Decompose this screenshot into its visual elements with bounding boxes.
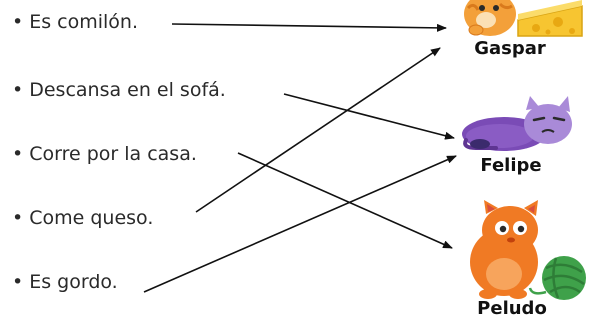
statement-corre: •Corre por la casa. bbox=[12, 142, 197, 166]
statement-text: Es comilón. bbox=[29, 11, 139, 33]
statement-es-comilon: •Es comilón. bbox=[12, 10, 138, 34]
arrow-descansa-to-felipe bbox=[283, 93, 455, 140]
arrow-es-gordo-to-felipe bbox=[143, 155, 457, 293]
statement-text: Come queso. bbox=[29, 207, 154, 229]
character-name-felipe: Felipe bbox=[480, 155, 542, 176]
statement-text: Descansa en el sofá. bbox=[29, 79, 226, 101]
statement-descansa: •Descansa en el sofá. bbox=[12, 78, 226, 102]
bullet: • bbox=[12, 11, 24, 33]
statement-text: Es gordo. bbox=[29, 271, 118, 293]
purple-sleeping-cat-icon bbox=[462, 96, 572, 151]
character-name-gaspar: Gaspar bbox=[474, 38, 546, 59]
statement-es-gordo: •Es gordo. bbox=[12, 270, 118, 294]
fluffy-orange-cat-with-yarn-icon bbox=[470, 200, 586, 300]
statement-come-queso: •Come queso. bbox=[12, 206, 153, 230]
bullet: • bbox=[12, 271, 24, 293]
bullet: • bbox=[12, 143, 24, 165]
statement-text: Corre por la casa. bbox=[29, 143, 197, 165]
arrow-es-comilon-to-gaspar bbox=[171, 23, 447, 32]
character-name-peludo: Peludo bbox=[477, 298, 547, 319]
bullet: • bbox=[12, 79, 24, 101]
orange-cat-with-cheese-icon bbox=[464, 0, 583, 37]
bullet: • bbox=[12, 207, 24, 229]
arrow-come-queso-to-gaspar bbox=[195, 47, 441, 213]
arrow-corre-to-peludo bbox=[237, 152, 453, 249]
